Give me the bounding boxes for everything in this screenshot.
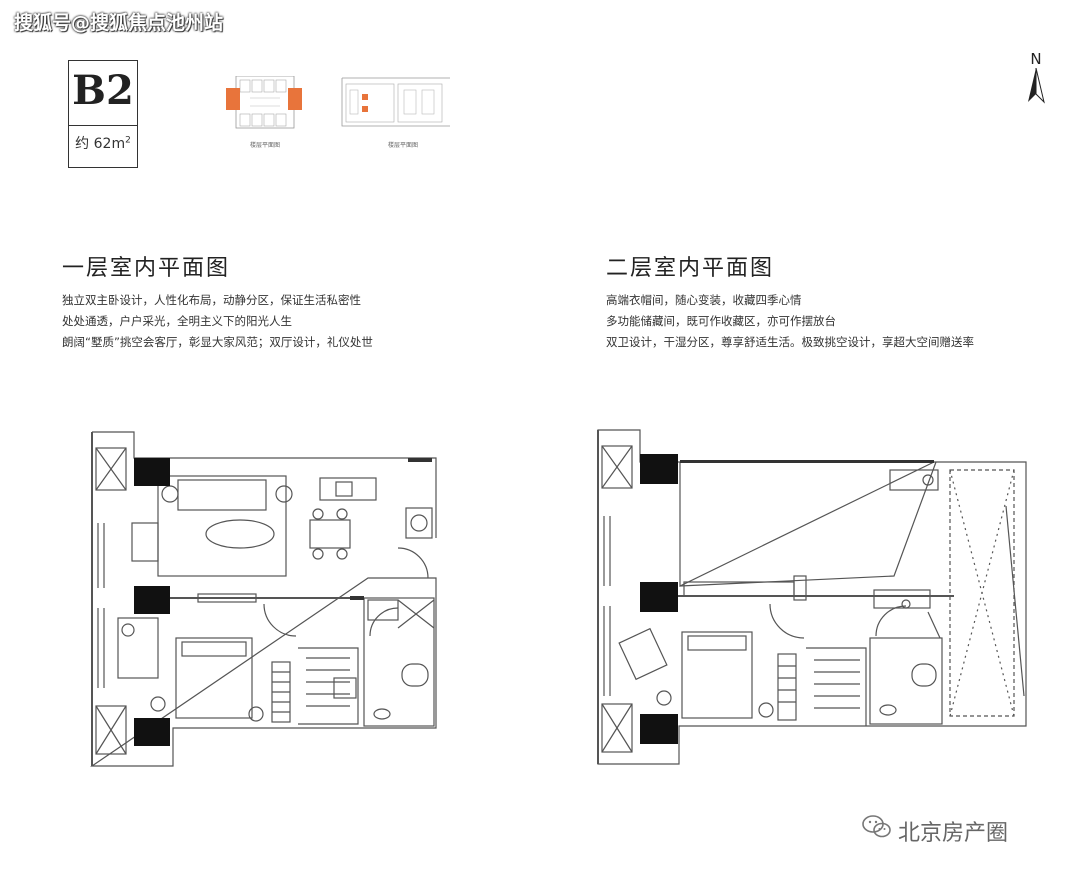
floor1-line: 朗阔“墅质”挑空会客厅，彰显大家风范；双厅设计，礼仪处世 <box>62 335 373 349</box>
north-arrow-icon <box>1028 67 1045 104</box>
floor1-title: 一层室内平面图 <box>62 256 231 281</box>
minimap-right-caption: 楼层平面图 <box>388 142 419 149</box>
floor1-line: 处处通透，户户采光，全明主义下的阳光人生 <box>62 314 292 328</box>
floor2-description: 高端衣帽间，随心变装，收藏四季心情 多功能储藏间，既可作收藏区，亦可作摆放台 双… <box>606 290 974 353</box>
watermark-text: 搜狐号@搜狐焦点池州站 <box>14 12 224 34</box>
floor2-plan <box>597 429 1027 765</box>
area-sup: 2 <box>125 135 131 146</box>
building-minimap-left <box>226 76 302 129</box>
floor2-line: 高端衣帽间，随心变装，收藏四季心情 <box>606 293 802 307</box>
floor2-title: 二层室内平面图 <box>606 256 775 281</box>
site-minimap-right <box>341 77 450 127</box>
wechat-icon <box>862 815 891 838</box>
area-prefix: 约 <box>75 136 90 152</box>
unit-area: 约 62m2 <box>69 133 137 153</box>
floor1-description: 独立双主卧设计，人性化布局，动静分区，保证生活私密性 处处通透，户户采光，全明主… <box>62 290 373 353</box>
north-label: N <box>1030 50 1042 68</box>
unit-badge: B2 约 62m2 <box>68 60 138 168</box>
brand-name: 北京房产圈 <box>898 821 1009 846</box>
floor2-line: 多功能储藏间，既可作收藏区，亦可作摆放台 <box>606 314 836 328</box>
north-compass: N <box>1024 50 1048 108</box>
floor2-line: 双卫设计，干湿分区，尊享舒适生活。极致挑空设计，享超大空间赠送率 <box>606 335 974 349</box>
area-value: 62m <box>93 136 126 152</box>
unit-code: B2 <box>72 67 134 114</box>
floor1-plan <box>90 431 437 767</box>
badge-divider <box>69 125 137 126</box>
minimap-left-caption: 楼层平面图 <box>250 142 281 149</box>
floor1-line: 独立双主卧设计，人性化布局，动静分区，保证生活私密性 <box>62 293 361 307</box>
